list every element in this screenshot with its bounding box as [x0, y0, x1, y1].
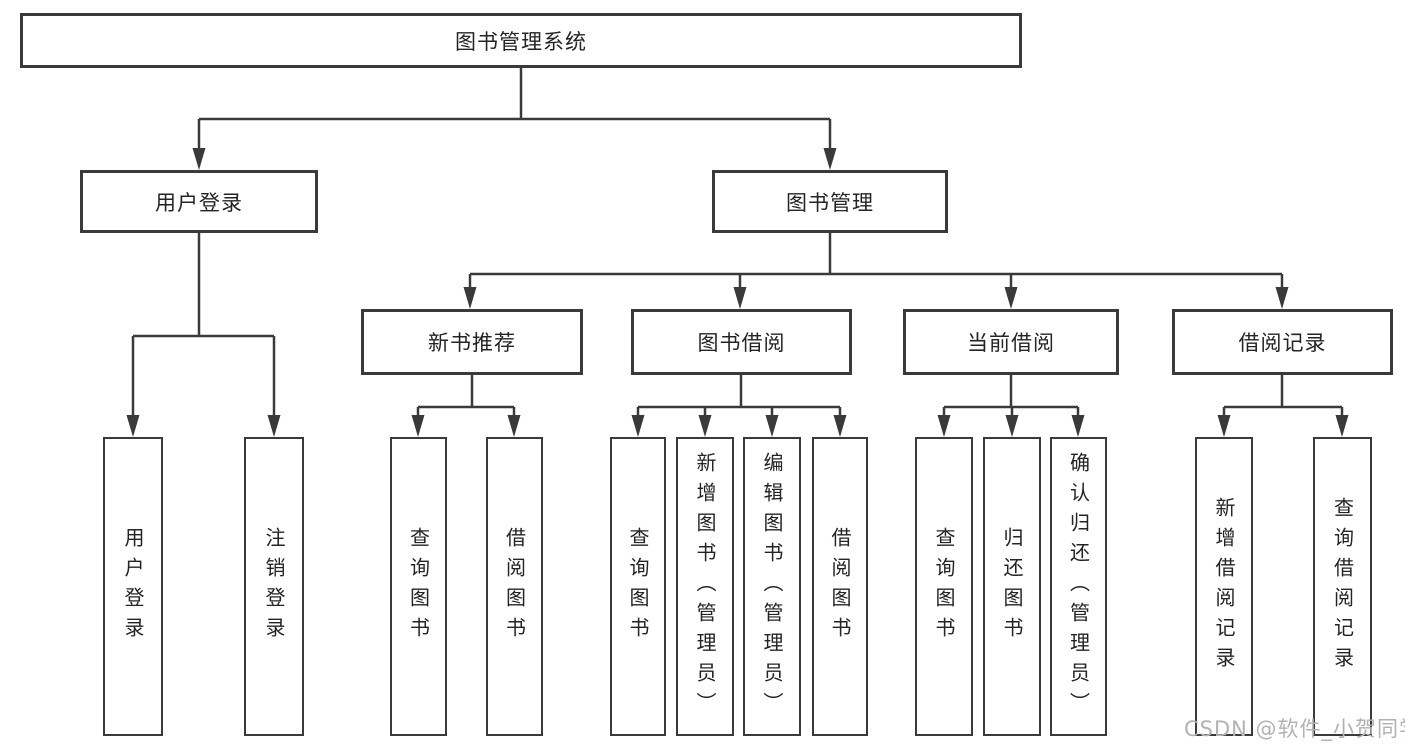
- leaf-box-return-books: 归还图书: [983, 437, 1041, 736]
- node-box-book-management: 图书管理: [712, 170, 948, 233]
- node-box-current-borrowing: 当前借阅: [903, 309, 1119, 375]
- leaf-label-edit-books-admin: 编辑图书（管理员）: [760, 451, 784, 722]
- leaf-box-borrow-books-borrowing: 借阅图书: [812, 437, 868, 736]
- arrowheads-user-login-children: [126, 415, 281, 437]
- leaf-label-borrow-books-recommend: 借阅图书: [502, 526, 527, 647]
- node-box-new-book-recommend: 新书推荐: [361, 309, 583, 375]
- leaf-box-add-books-admin: 新增图书（管理员）: [676, 437, 734, 736]
- connector-book-borrow-children: [636, 375, 842, 417]
- leaf-label-add-borrow-record: 新增借阅记录: [1212, 496, 1236, 677]
- leaf-label-logout: 注销登录: [262, 526, 286, 647]
- leaf-label-query-books-current: 查询图书: [932, 526, 956, 647]
- leaf-box-query-books-recommend: 查询图书: [390, 437, 447, 736]
- leaf-box-user-login: 用户登录: [103, 437, 163, 736]
- leaf-box-confirm-return-admin: 确认归还（管理员）: [1050, 437, 1107, 736]
- connector-user-login-children: [131, 233, 276, 417]
- arrowheads-level3: [463, 287, 1289, 309]
- connector-new-book-rec-children: [416, 375, 516, 417]
- node-box-user-login: 用户登录: [80, 170, 318, 233]
- leaf-label-user-login: 用户登录: [121, 526, 145, 647]
- leaf-box-logout: 注销登录: [244, 437, 304, 736]
- leaf-label-add-books-admin: 新增图书（管理员）: [693, 451, 717, 722]
- node-box-system-root: 图书管理系统: [20, 13, 1022, 68]
- node-box-book-borrowing: 图书借阅: [631, 309, 852, 375]
- csdn-watermark: CSDN @软件_小贺同学: [1184, 717, 1405, 741]
- leaf-label-query-books-borrowing: 查询图书: [626, 526, 650, 647]
- arrowheads-level2: [192, 148, 837, 170]
- leaf-label-borrow-books-borrowing: 借阅图书: [828, 526, 852, 647]
- leaf-label-query-borrow-record: 查询借阅记录: [1330, 496, 1355, 677]
- leaf-box-add-borrow-record: 新增借阅记录: [1195, 437, 1253, 736]
- connector-borrow-records-children: [1222, 375, 1344, 417]
- leaf-box-query-books-current: 查询图书: [915, 437, 973, 736]
- connector-current-borrow-children: [942, 375, 1080, 417]
- connector-root-to-level2: [197, 68, 832, 150]
- leaf-box-edit-books-admin: 编辑图书（管理员）: [743, 437, 801, 736]
- leaf-box-query-borrow-record: 查询借阅记录: [1313, 437, 1372, 736]
- leaf-box-query-books-borrowing: 查询图书: [610, 437, 666, 736]
- leaf-label-return-books: 归还图书: [1000, 526, 1024, 647]
- leaf-label-query-books-recommend: 查询图书: [406, 526, 431, 647]
- arrowheads-level4: [411, 415, 1349, 437]
- leaf-label-confirm-return-admin: 确认归还（管理员）: [1066, 451, 1091, 722]
- node-box-borrowing-records: 借阅记录: [1172, 309, 1393, 375]
- leaf-box-borrow-books-recommend: 借阅图书: [486, 437, 543, 736]
- connector-book-mgmt-to-level3: [468, 233, 1284, 290]
